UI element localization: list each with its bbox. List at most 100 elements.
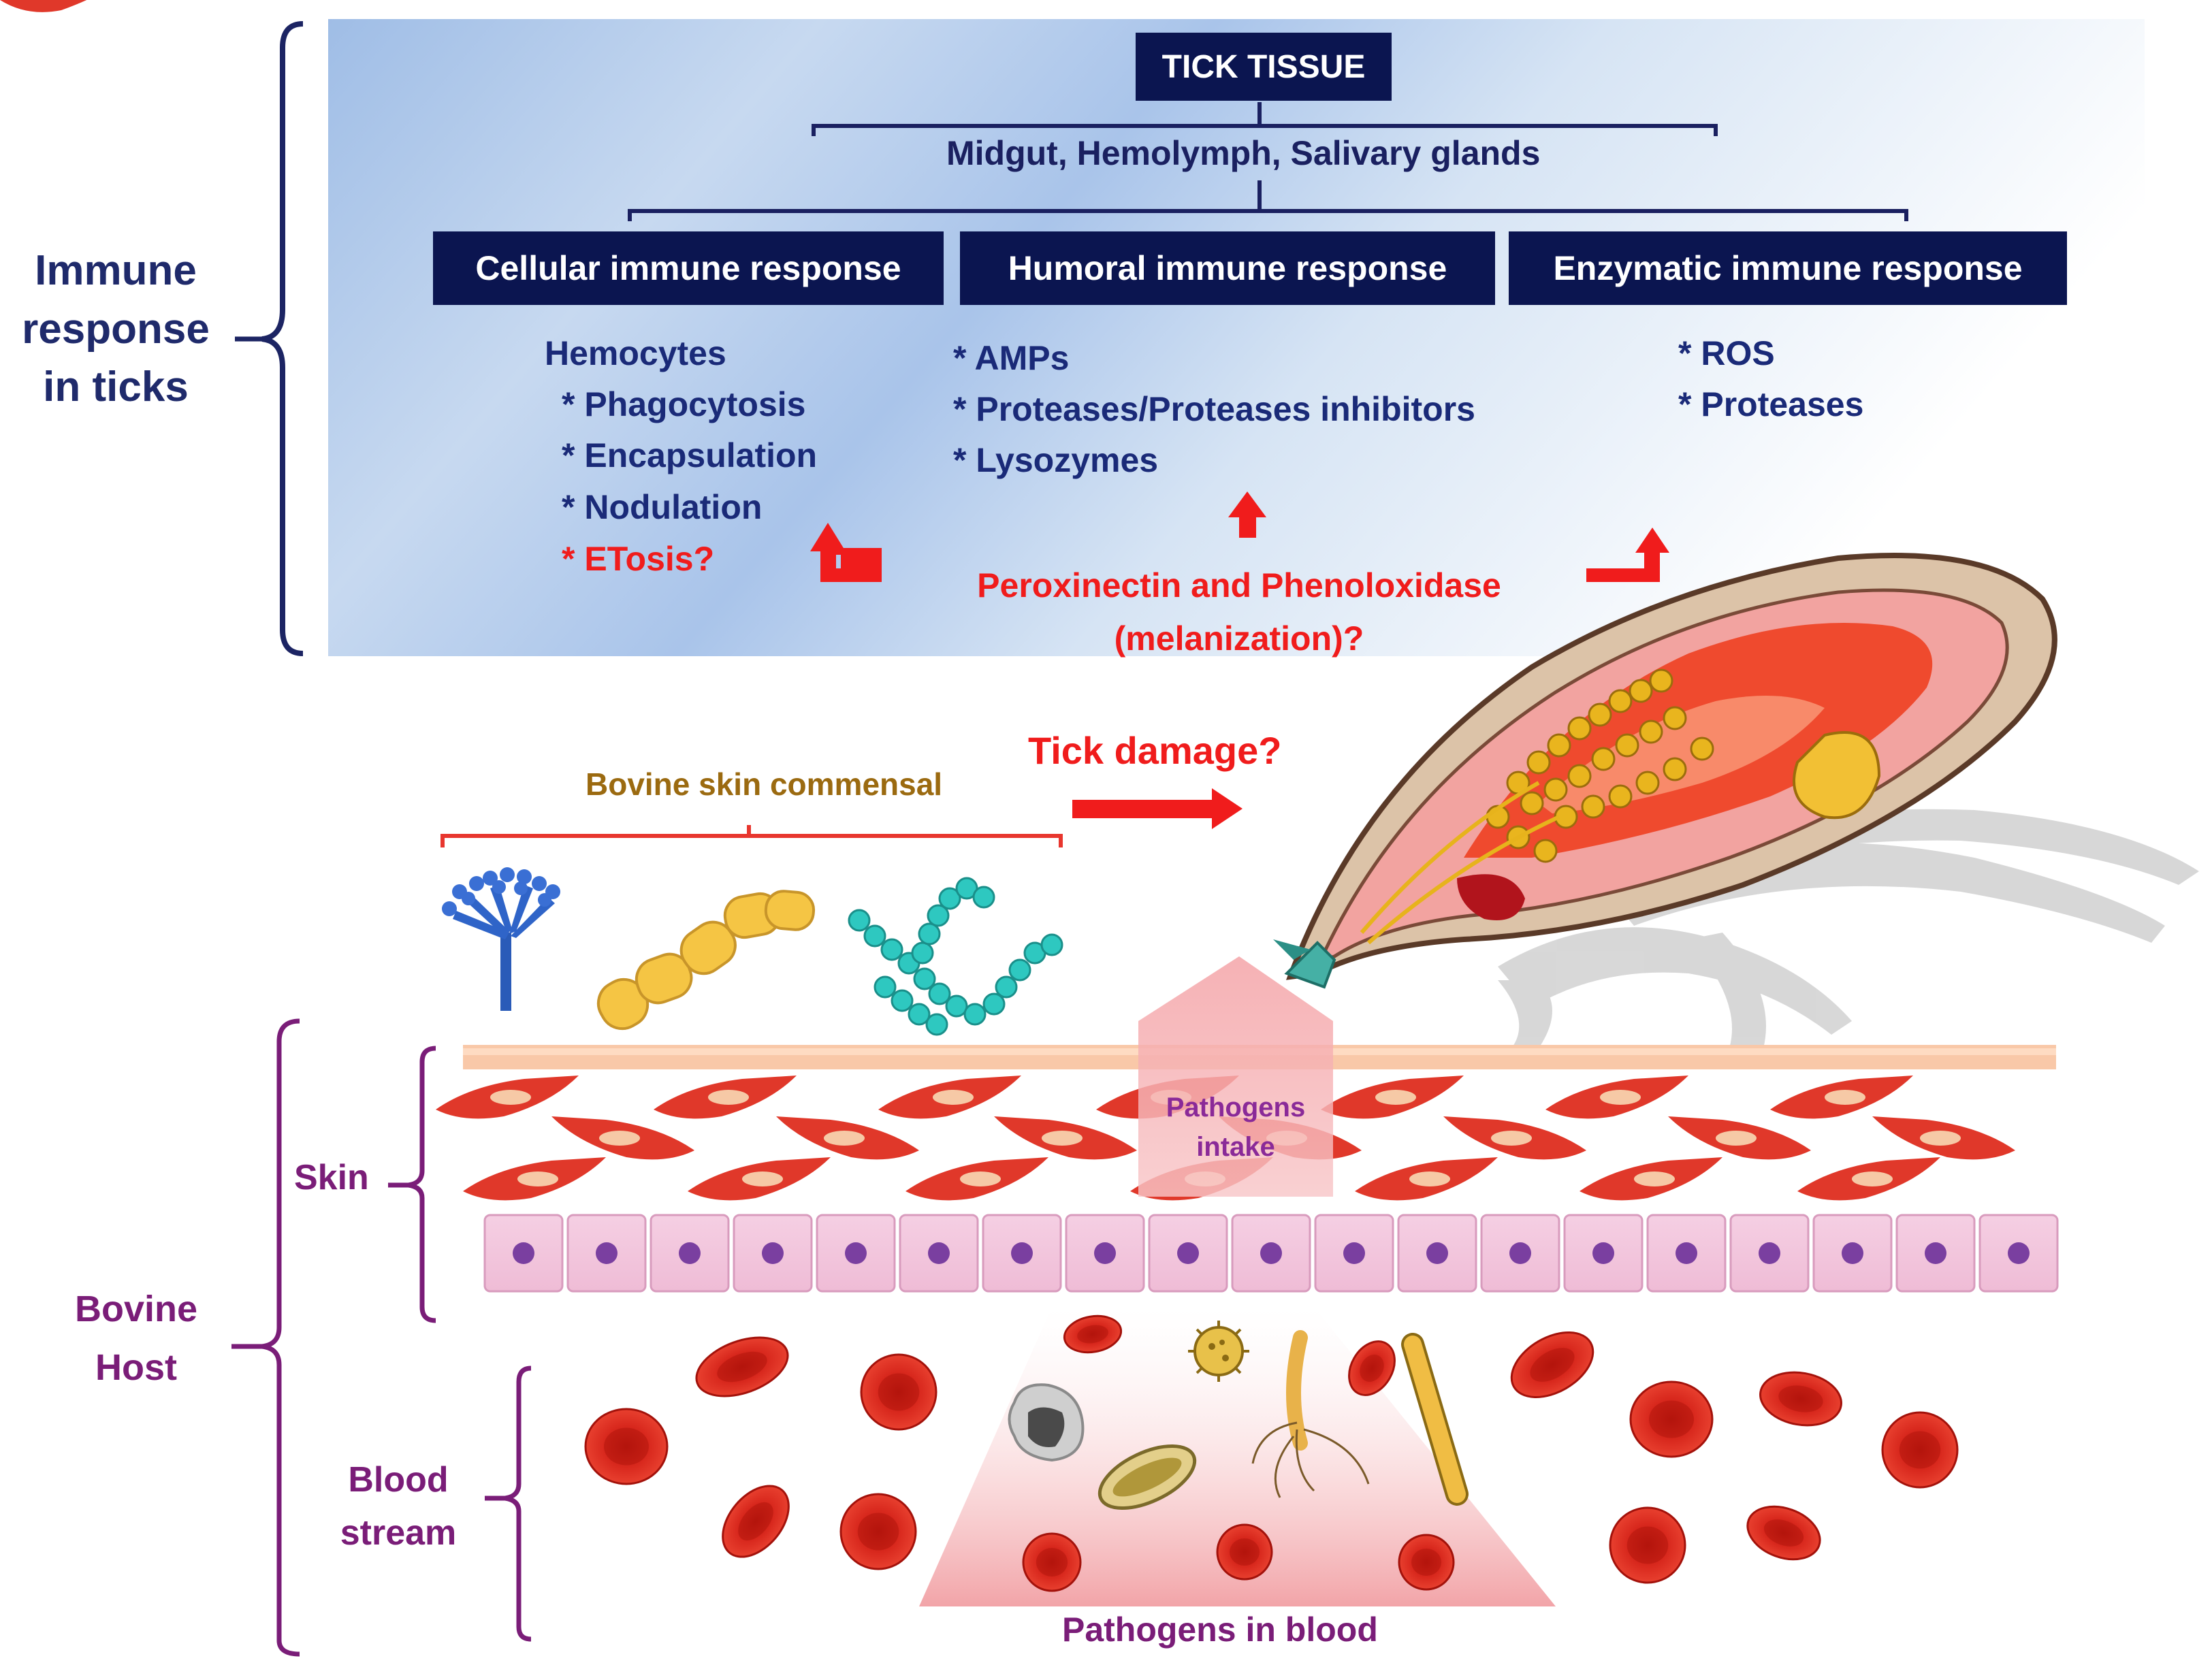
epithelial-cell: [1314, 1214, 1394, 1293]
fungus-icon: [442, 867, 560, 1011]
tick-damage-arrow: [1072, 788, 1243, 829]
humoral-item: * AMPs: [953, 339, 1070, 377]
spirochete-icon: [1251, 1330, 1370, 1498]
red-blood-cells: [584, 1314, 1959, 1592]
cellular-item: Hemocytes: [545, 334, 726, 372]
cellular-item: * Phagocytosis: [562, 385, 806, 423]
fibroblast-cell: [994, 1116, 1137, 1160]
pathogens-intake-line: intake: [1196, 1132, 1275, 1162]
red-blood-cell: [584, 1408, 669, 1485]
red-blood-cell: [1063, 1314, 1123, 1354]
pathogens-in-blood-label: Pathogens in blood: [1062, 1611, 1378, 1649]
immune-side-label: Immune response in ticks: [14, 242, 218, 417]
rod-pathogen-icon: [1401, 1333, 1469, 1506]
epithelial-cell: [1397, 1214, 1477, 1293]
tick-icon: [1273, 553, 2199, 1048]
red-blood-cell: [1746, 1505, 1821, 1561]
fibroblast-cell: [776, 1116, 919, 1160]
fibroblast-cell: [654, 1076, 797, 1119]
commensal-bracket: [440, 825, 1063, 847]
epithelial-cell: [1812, 1214, 1893, 1293]
red-blood-cell: [1510, 1331, 1594, 1398]
epithelial-cell: [899, 1214, 979, 1293]
red-blood-cell: [1348, 1340, 1396, 1396]
epithelial-cell: [1148, 1214, 1228, 1293]
epithelial-cell: [1480, 1214, 1560, 1293]
skin-label: Skin: [294, 1158, 369, 1197]
bacillus-icon: [1097, 1444, 1197, 1510]
epithelial-cell: [1978, 1214, 2059, 1293]
epithelial-cell: [733, 1214, 813, 1293]
humoral-response-box: Humoral immune response: [960, 231, 1495, 305]
pathogens-intake-arrow: [1138, 956, 1333, 1197]
fibroblast-cell: [1668, 1116, 1811, 1160]
tissues-label: Midgut, Hemolymph, Salivary glands: [946, 134, 1541, 172]
epithelial-cells: [483, 1214, 2059, 1293]
red-blood-cell: [1216, 1523, 1273, 1581]
tree-connectors: [628, 102, 1908, 221]
melanization-arrows: [810, 491, 1669, 582]
fibroblast-cell: [688, 1157, 831, 1201]
macrophage-icon: [1008, 1383, 1085, 1462]
blood-label-line: stream: [340, 1513, 457, 1553]
fibroblast-cell: [1580, 1157, 1722, 1201]
cellular-item: * Encapsulation: [562, 436, 818, 474]
tick-damage-label: Tick damage?: [1028, 729, 1282, 772]
humoral-response-title: Humoral immune response: [1008, 249, 1447, 287]
host-braces: [231, 1018, 532, 1657]
host-side-label-line: Host: [95, 1347, 177, 1389]
rod-bacterium-icon: [596, 890, 816, 1031]
red-blood-cell: [1881, 1411, 1959, 1489]
tick-tissue-title: TICK TISSUE: [1161, 48, 1366, 85]
pathogens-blood-zone: [919, 1307, 1556, 1606]
cellular-item: * Nodulation: [562, 488, 763, 526]
host-side-label-line: Bovine: [74, 1289, 198, 1329]
fibroblast-cell: [1321, 1076, 1464, 1119]
epithelial-cell: [1563, 1214, 1644, 1293]
red-blood-cell: [1759, 1371, 1842, 1427]
humoral-item: * Lysozymes: [953, 441, 1159, 479]
melanization-line: Peroxinectin and Phenoloxidase: [977, 566, 1501, 604]
commensal-label: Bovine skin commensal: [586, 766, 943, 802]
immune-brace: [261, 21, 304, 656]
red-blood-cell: [839, 1493, 917, 1570]
immune-side-label-line: in ticks: [43, 363, 189, 411]
epithelial-cell: [483, 1214, 564, 1293]
blood-label: Blood stream: [320, 1453, 477, 1559]
tick-tissue-box: TICK TISSUE: [1136, 33, 1392, 101]
cellular-response-box: Cellular immune response: [433, 231, 944, 305]
blood-label-line: Blood: [348, 1460, 449, 1500]
red-blood-cell: [1629, 1380, 1714, 1458]
enzymatic-item: * ROS: [1678, 334, 1775, 372]
cellular-response-title: Cellular immune response: [475, 249, 901, 287]
epithelial-cell: [1646, 1214, 1727, 1293]
fibroblast-cell: [1797, 1157, 1940, 1201]
red-blood-cell: [695, 1336, 789, 1397]
immune-side-label-line: response: [22, 305, 210, 353]
red-blood-cell: [860, 1353, 937, 1431]
melanization-line: (melanization)?: [1114, 619, 1364, 658]
fibroblast-cell: [436, 1076, 579, 1119]
fibroblast-cell: [1872, 1116, 2015, 1160]
fibroblast-cells: [0, 0, 87, 12]
enzymatic-item: * Proteases: [1678, 385, 1864, 423]
epithelial-cell: [650, 1214, 730, 1293]
enzymatic-response-title: Enzymatic immune response: [1553, 249, 2023, 287]
fibroblast-cell: [551, 1116, 694, 1160]
host-side-label: Bovine Host: [48, 1280, 225, 1397]
epithelial-cell: [1231, 1214, 1311, 1293]
fibroblast-cell: [1355, 1157, 1498, 1201]
epithelial-cell: [566, 1214, 647, 1293]
fibroblast-cell: [463, 1157, 606, 1201]
fibroblast-cell: [878, 1076, 1021, 1119]
fibroblast-cell: [1770, 1076, 1913, 1119]
pathogens-intake-line: Pathogens: [1166, 1093, 1306, 1122]
streptococcus-chain-icon: [848, 877, 1063, 1036]
red-blood-cell: [1398, 1534, 1455, 1591]
red-blood-cell: [1022, 1532, 1082, 1592]
humoral-item: * Proteases/Proteases inhibitors: [953, 390, 1475, 428]
red-blood-cell: [1609, 1506, 1686, 1584]
etosis-item: * ETosis?: [562, 540, 715, 578]
melanization-label: Peroxinectin and Phenoloxidase (melaniza…: [912, 560, 1566, 665]
